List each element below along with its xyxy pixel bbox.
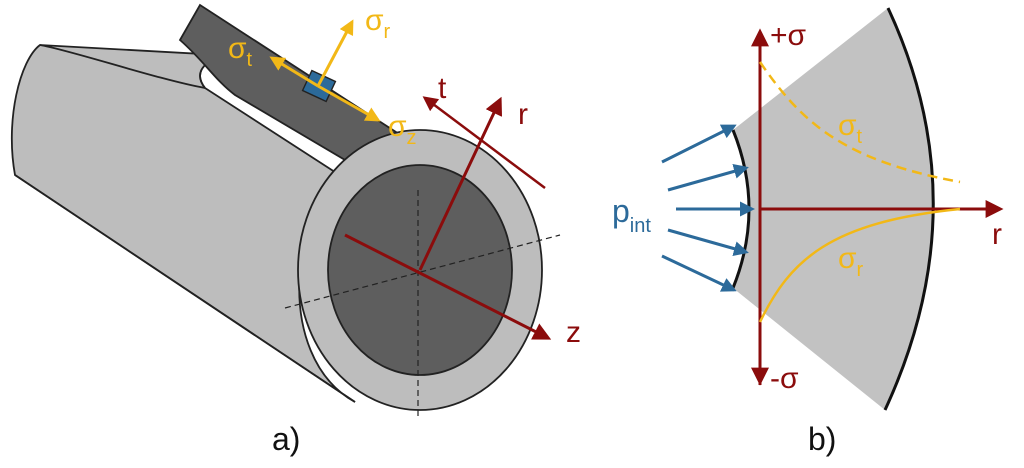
label-sigma-r: σr [365,4,391,43]
sigma-t-curve [758,61,961,184]
axis-r-arrow [418,96,503,271]
sigma-r-curve [758,207,961,323]
pressure-arrow-1 [661,124,737,164]
cylinder-bottom-edge [14,174,356,403]
axis-t-line [422,96,546,189]
sigma-r-arrow [316,19,354,87]
label-sigma-t: σt [228,32,253,71]
center-axis-diagonal [284,234,561,309]
caption-a: a) [272,421,300,457]
outer-surface-arc [883,7,935,411]
panel-a: σt σr σz t r z a) [10,3,581,457]
pressure-arrow-5 [661,254,737,292]
label-sigma-z: σz [388,110,417,149]
caption-b: b) [808,421,836,457]
label-sigma-t-b: σt [838,109,863,148]
label-axis-z: z [566,316,581,349]
label-axis-r-b: r [992,218,1002,251]
label-axis-r: r [518,98,528,131]
label-sigma-r-b: σr [838,242,864,281]
pressure-arrow-4 [667,228,749,256]
axis-z-arrow [344,233,552,340]
cylinder-left-end-arc [39,44,221,90]
pressure-arrow-2 [667,164,749,192]
label-minus-sigma: -σ [770,362,799,395]
label-plus-sigma: +σ [770,19,807,52]
label-p-int: pint [612,193,651,237]
panel-b: +σ -σ r σt σr pint b) [612,7,1004,457]
sigma-z-arrow [317,84,381,122]
sigma-t-arrow [269,56,319,88]
label-axis-t: t [438,72,447,105]
